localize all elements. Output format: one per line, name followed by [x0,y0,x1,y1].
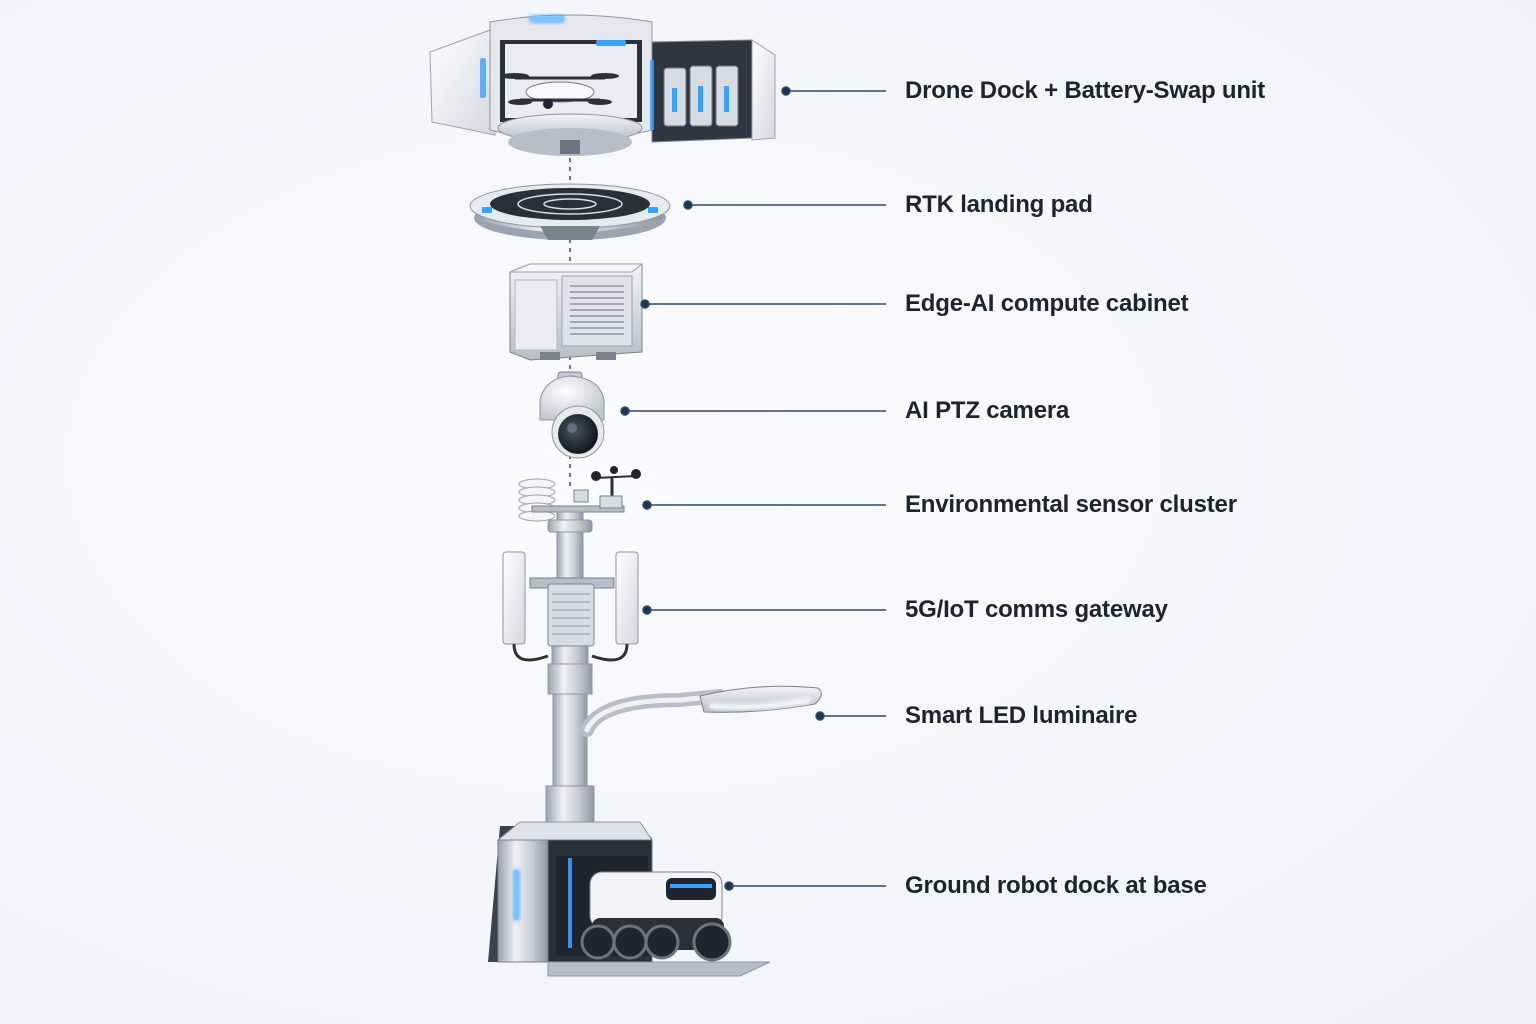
leader-lines [620,86,886,891]
label-drone-dock: Drone Dock + Battery-Swap unit [905,77,1266,104]
label-rtk-landing-pad: RTK landing pad [905,191,1093,218]
label-led-luminaire: Smart LED luminaire [905,702,1138,729]
leader-dot-edge-ai [640,299,650,309]
label-edge-ai-cabinet: Edge-AI compute cabinet [905,290,1189,317]
label-comms-gateway: 5G/IoT comms gateway [905,596,1168,623]
label-env-sensors: Environmental sensor cluster [905,491,1237,518]
leader-dot-rtk-pad [683,200,693,210]
led-luminaire-illustration [580,685,822,737]
label-robot-dock: Ground robot dock at base [905,872,1207,899]
environmental-sensors-illustration [518,466,641,522]
pole-mast [545,511,595,827]
ptz-camera-illustration [539,371,605,459]
leader-dot-robot-dock [724,881,734,891]
leader-dot-env-sensors [642,500,652,510]
leader-dot-ptz-camera [620,406,630,416]
leader-dot-comms-gateway [642,605,652,615]
leader-dot-drone-dock [781,86,791,96]
robot-dock-illustration [488,821,771,977]
leader-dot-led-luminaire [815,711,825,721]
edge-ai-cabinet-illustration [509,263,644,361]
drone-dock-illustration [429,14,776,156]
comms-gateway-illustration [502,551,639,662]
rtk-landing-pad-illustration [469,183,671,240]
label-ptz-camera: AI PTZ camera [905,397,1070,424]
